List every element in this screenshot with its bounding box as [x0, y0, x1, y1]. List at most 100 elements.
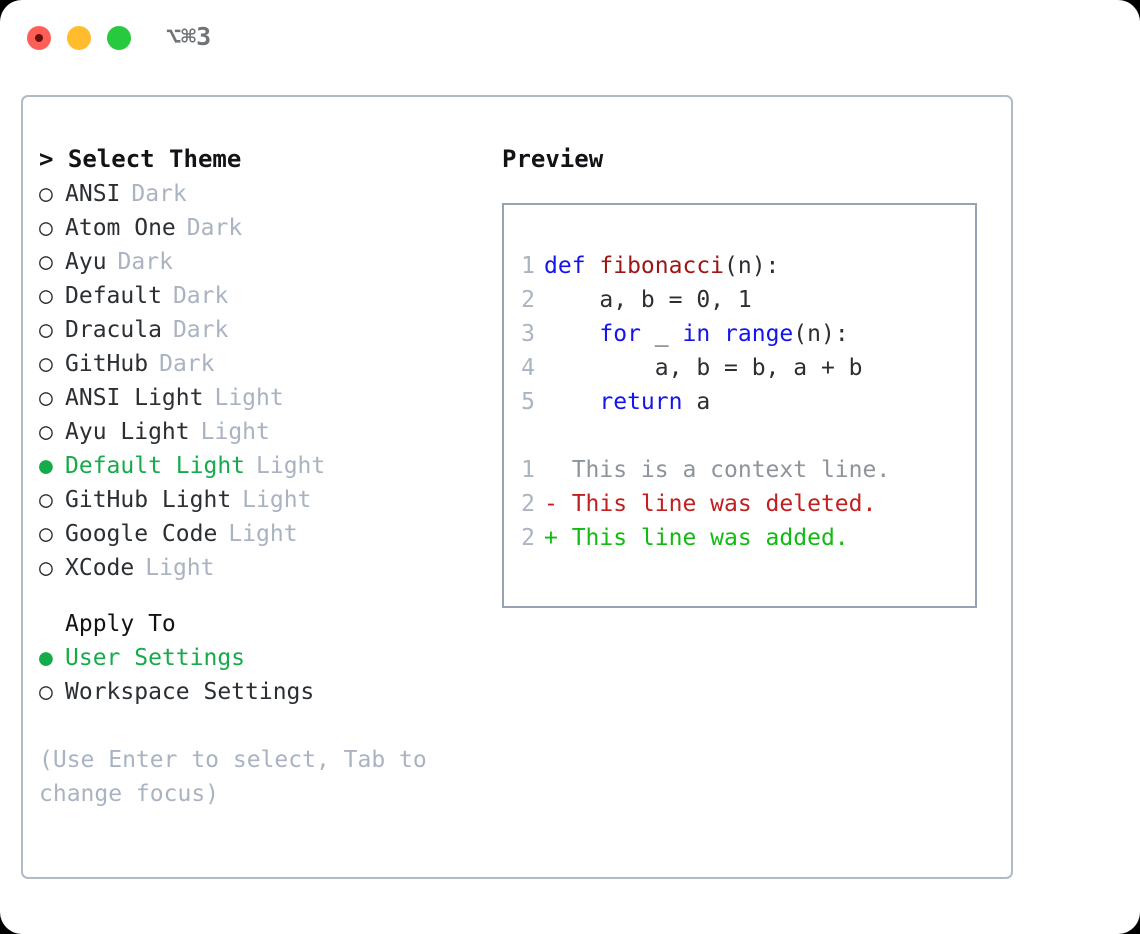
theme-list-item[interactable]: ○ ANSI Light Light — [39, 385, 489, 419]
line-number: 5 — [521, 389, 535, 415]
theme-name-label: Dracula — [65, 317, 162, 343]
apply-to-heading-row: Apply To — [39, 611, 489, 645]
code-line: 3 for _ in range(n): — [504, 321, 975, 355]
radio-unselected-icon[interactable]: ○ — [39, 181, 53, 207]
diff-sample: 1 This is a context line.2- This line wa… — [504, 457, 975, 559]
theme-name-label: Ayu — [65, 249, 107, 275]
theme-variant-badge: Light — [214, 385, 284, 411]
line-number: 3 — [521, 321, 535, 347]
diff-line: 1 This is a context line. — [504, 457, 975, 491]
theme-list-item[interactable]: ○ Dracula Dark — [39, 317, 489, 351]
radio-unselected-icon[interactable]: ○ — [39, 283, 53, 309]
apply-to-label: Workspace Settings — [65, 679, 315, 705]
theme-name-label: ANSI — [65, 181, 121, 207]
preview-heading: Preview — [502, 145, 604, 173]
line-number: 2 — [521, 287, 535, 313]
code-token: a — [682, 389, 711, 415]
apply-to-label: User Settings — [65, 645, 246, 671]
theme-variant-badge: Dark — [117, 249, 173, 275]
code-text: return a — [544, 389, 710, 415]
theme-list-item[interactable]: ● Default Light Light — [39, 453, 489, 487]
code-token: a, b = 0, 1 — [544, 287, 752, 313]
theme-variant-badge: Light — [200, 419, 270, 445]
code-token — [710, 321, 724, 347]
theme-variant-badge: Light — [256, 453, 326, 479]
code-line: 4 a, b = b, a + b — [504, 355, 975, 389]
code-token: return — [599, 389, 683, 415]
diff-line: 2+ This line was added. — [504, 525, 975, 559]
code-line: 2 a, b = 0, 1 — [504, 287, 975, 321]
keyboard-shortcut-label: ⌥⌘3 — [166, 22, 212, 51]
theme-variant-badge: Dark — [159, 351, 215, 377]
keyboard-hint-text: (Use Enter to select, Tab to change focu… — [39, 747, 441, 807]
code-token: (n): — [724, 253, 780, 279]
code-text: def fibonacci(n): — [544, 253, 779, 279]
theme-name-label: XCode — [65, 555, 135, 581]
code-text: a, b = 0, 1 — [544, 287, 752, 313]
code-text: a, b = b, a + b — [544, 355, 863, 381]
theme-name-label: GitHub — [65, 351, 149, 377]
theme-variant-badge: Dark — [131, 181, 187, 207]
code-text: for _ in range(n): — [544, 321, 849, 347]
line-number: 4 — [521, 355, 535, 381]
window-controls — [27, 26, 131, 50]
code-token: in — [682, 321, 711, 347]
theme-list-item[interactable]: ○ GitHub Dark — [39, 351, 489, 385]
diff-text: This is a context line. — [544, 457, 891, 483]
apply-to-item[interactable]: ○ Workspace Settings — [39, 679, 489, 713]
radio-unselected-icon[interactable]: ○ — [39, 555, 53, 581]
theme-list-item[interactable]: ○ XCode Light — [39, 555, 489, 589]
code-token: def — [544, 253, 600, 279]
radio-unselected-icon[interactable]: ○ — [39, 521, 53, 547]
maximize-window-button[interactable] — [107, 26, 131, 50]
apply-to-heading: Apply To — [65, 611, 176, 637]
theme-name-label: Default — [65, 283, 162, 309]
theme-variant-badge: Dark — [172, 317, 229, 343]
theme-list-item[interactable]: ○ ANSI Dark — [39, 181, 489, 215]
title-bar: ⌥⌘3 — [0, 0, 1140, 78]
radio-unselected-icon[interactable]: ○ — [39, 419, 53, 445]
close-window-button[interactable] — [27, 26, 51, 50]
radio-unselected-icon[interactable]: ○ — [39, 249, 53, 275]
code-token: for — [599, 321, 641, 347]
line-number: 1 — [521, 457, 535, 483]
apply-to-list[interactable]: ● User Settings ○ Workspace Settings — [39, 645, 489, 713]
minimize-window-button[interactable] — [67, 26, 91, 50]
theme-list-item[interactable]: ○ Atom One Dark — [39, 215, 489, 249]
radio-unselected-icon[interactable]: ○ — [39, 487, 53, 513]
code-token: range — [724, 321, 794, 347]
theme-variant-badge: Dark — [186, 215, 243, 241]
theme-list-item[interactable]: ○ Ayu Dark — [39, 249, 489, 283]
theme-name-label: ANSI Light — [65, 385, 204, 411]
radio-unselected-icon[interactable]: ○ — [39, 317, 53, 343]
select-theme-heading: > Select Theme — [39, 145, 242, 173]
theme-name-label: Google Code — [65, 521, 218, 547]
code-token: (n): — [793, 321, 849, 347]
code-line: 5 return a — [504, 389, 975, 423]
radio-unselected-icon[interactable]: ○ — [39, 679, 53, 705]
radio-unselected-icon[interactable]: ○ — [39, 351, 53, 377]
radio-selected-icon[interactable]: ● — [39, 453, 53, 479]
diff-text: + This line was added. — [544, 525, 849, 551]
theme-name-label: Default Light — [65, 453, 246, 479]
theme-name-label: Atom One — [65, 215, 176, 241]
code-token — [544, 389, 599, 415]
line-number: 1 — [521, 253, 535, 279]
theme-list-item[interactable]: ○ Default Dark — [39, 283, 489, 317]
theme-variant-badge: Light — [145, 555, 215, 581]
radio-unselected-icon[interactable]: ○ — [39, 385, 53, 411]
theme-variant-badge: Dark — [172, 283, 229, 309]
code-diff-separator — [504, 423, 975, 457]
code-line: 1 def fibonacci(n): — [504, 253, 975, 287]
radio-unselected-icon[interactable]: ○ — [39, 215, 53, 241]
radio-selected-icon[interactable]: ● — [39, 645, 53, 671]
apply-to-item[interactable]: ● User Settings — [39, 645, 489, 679]
